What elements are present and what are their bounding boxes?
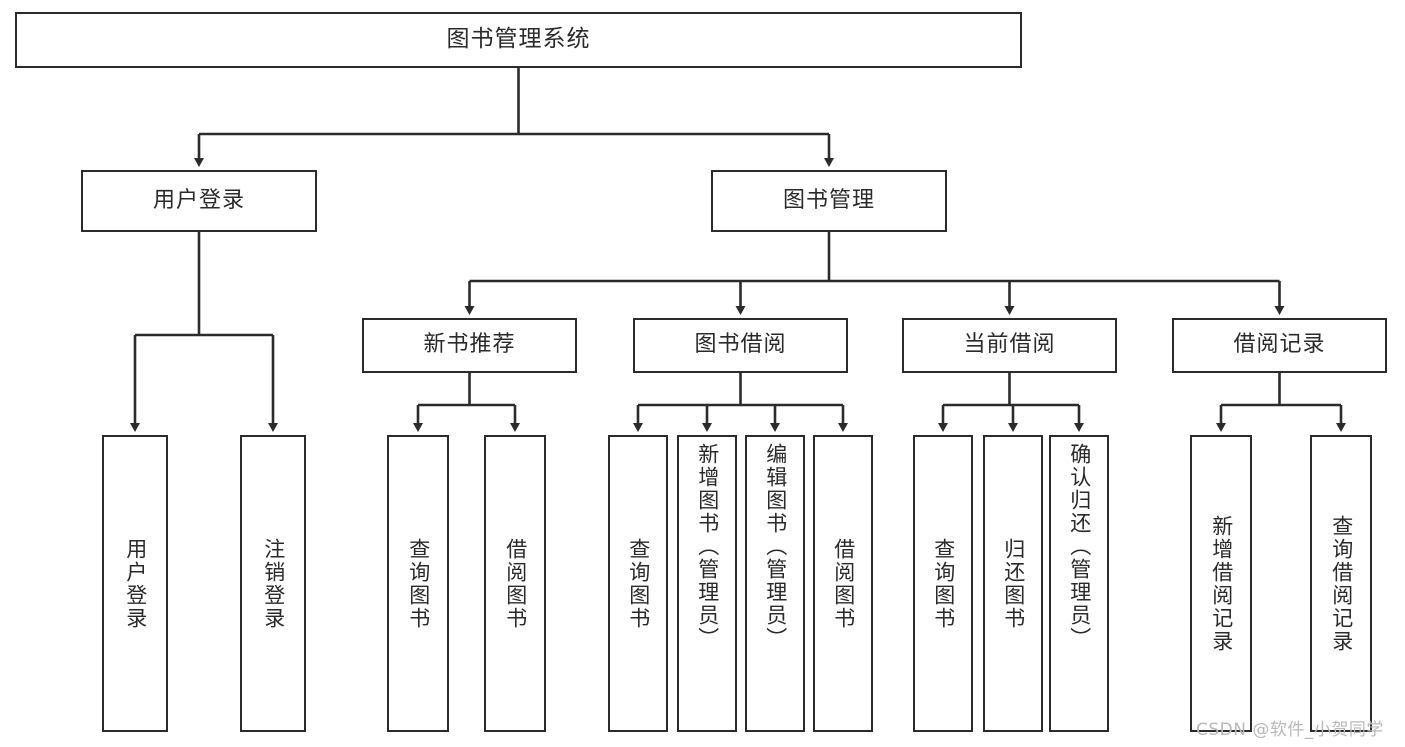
node-label: 用户登录 xyxy=(152,187,245,213)
node-label: 图书借阅 xyxy=(694,332,787,358)
node-label: 新书推荐 xyxy=(423,332,516,358)
node-label: 查询图书 xyxy=(406,537,431,630)
node-label: 归还图书 xyxy=(1001,537,1026,630)
node-label: 图书管理系统 xyxy=(446,26,591,53)
node-label: 查询图书 xyxy=(931,537,956,630)
leaf-node[interactable]: 借阅图书 xyxy=(813,435,873,732)
node-label: 新增图书（管理员） xyxy=(695,443,720,650)
leaf-node[interactable]: 新增图书（管理员） xyxy=(677,435,737,732)
leaf-node[interactable]: 查询图书 xyxy=(913,435,973,732)
leaf-node[interactable]: 借阅图书 xyxy=(484,435,546,732)
node-label: 图书管理 xyxy=(782,187,875,213)
leaf-node[interactable]: 新增借阅记录 xyxy=(1190,435,1252,732)
node-label: 查询图书 xyxy=(626,537,651,630)
leaf-node[interactable]: 归还图书 xyxy=(983,435,1043,732)
node-label: 新增借阅记录 xyxy=(1209,514,1234,653)
leaf-node[interactable]: 注销登录 xyxy=(240,435,306,732)
category-node[interactable]: 图书借阅 xyxy=(633,318,848,373)
leaf-node[interactable]: 编辑图书（管理员） xyxy=(745,435,805,732)
node-label: 当前借阅 xyxy=(963,332,1056,358)
root-node[interactable]: 图书管理系统 xyxy=(15,12,1022,68)
leaf-node[interactable]: 确认归还（管理员） xyxy=(1049,435,1109,732)
leaf-node[interactable]: 查询图书 xyxy=(387,435,449,732)
node-label: 借阅图书 xyxy=(831,537,856,630)
category-node[interactable]: 当前借阅 xyxy=(902,318,1117,373)
category-node[interactable]: 新书推荐 xyxy=(362,318,577,373)
node-label: 查询借阅记录 xyxy=(1329,514,1354,653)
branch-node[interactable]: 图书管理 xyxy=(711,170,947,232)
leaf-node[interactable]: 用户登录 xyxy=(102,435,168,732)
category-node[interactable]: 借阅记录 xyxy=(1172,318,1387,373)
node-label: 用户登录 xyxy=(123,537,148,630)
node-label: 编辑图书（管理员） xyxy=(763,443,788,650)
leaf-node[interactable]: 查询借阅记录 xyxy=(1310,435,1372,732)
branch-node[interactable]: 用户登录 xyxy=(81,170,317,232)
node-label: 借阅图书 xyxy=(503,537,528,630)
node-label: 注销登录 xyxy=(261,537,286,630)
node-label: 借阅记录 xyxy=(1233,332,1326,358)
node-label: 确认归还（管理员） xyxy=(1067,443,1092,650)
leaf-node[interactable]: 查询图书 xyxy=(608,435,668,732)
